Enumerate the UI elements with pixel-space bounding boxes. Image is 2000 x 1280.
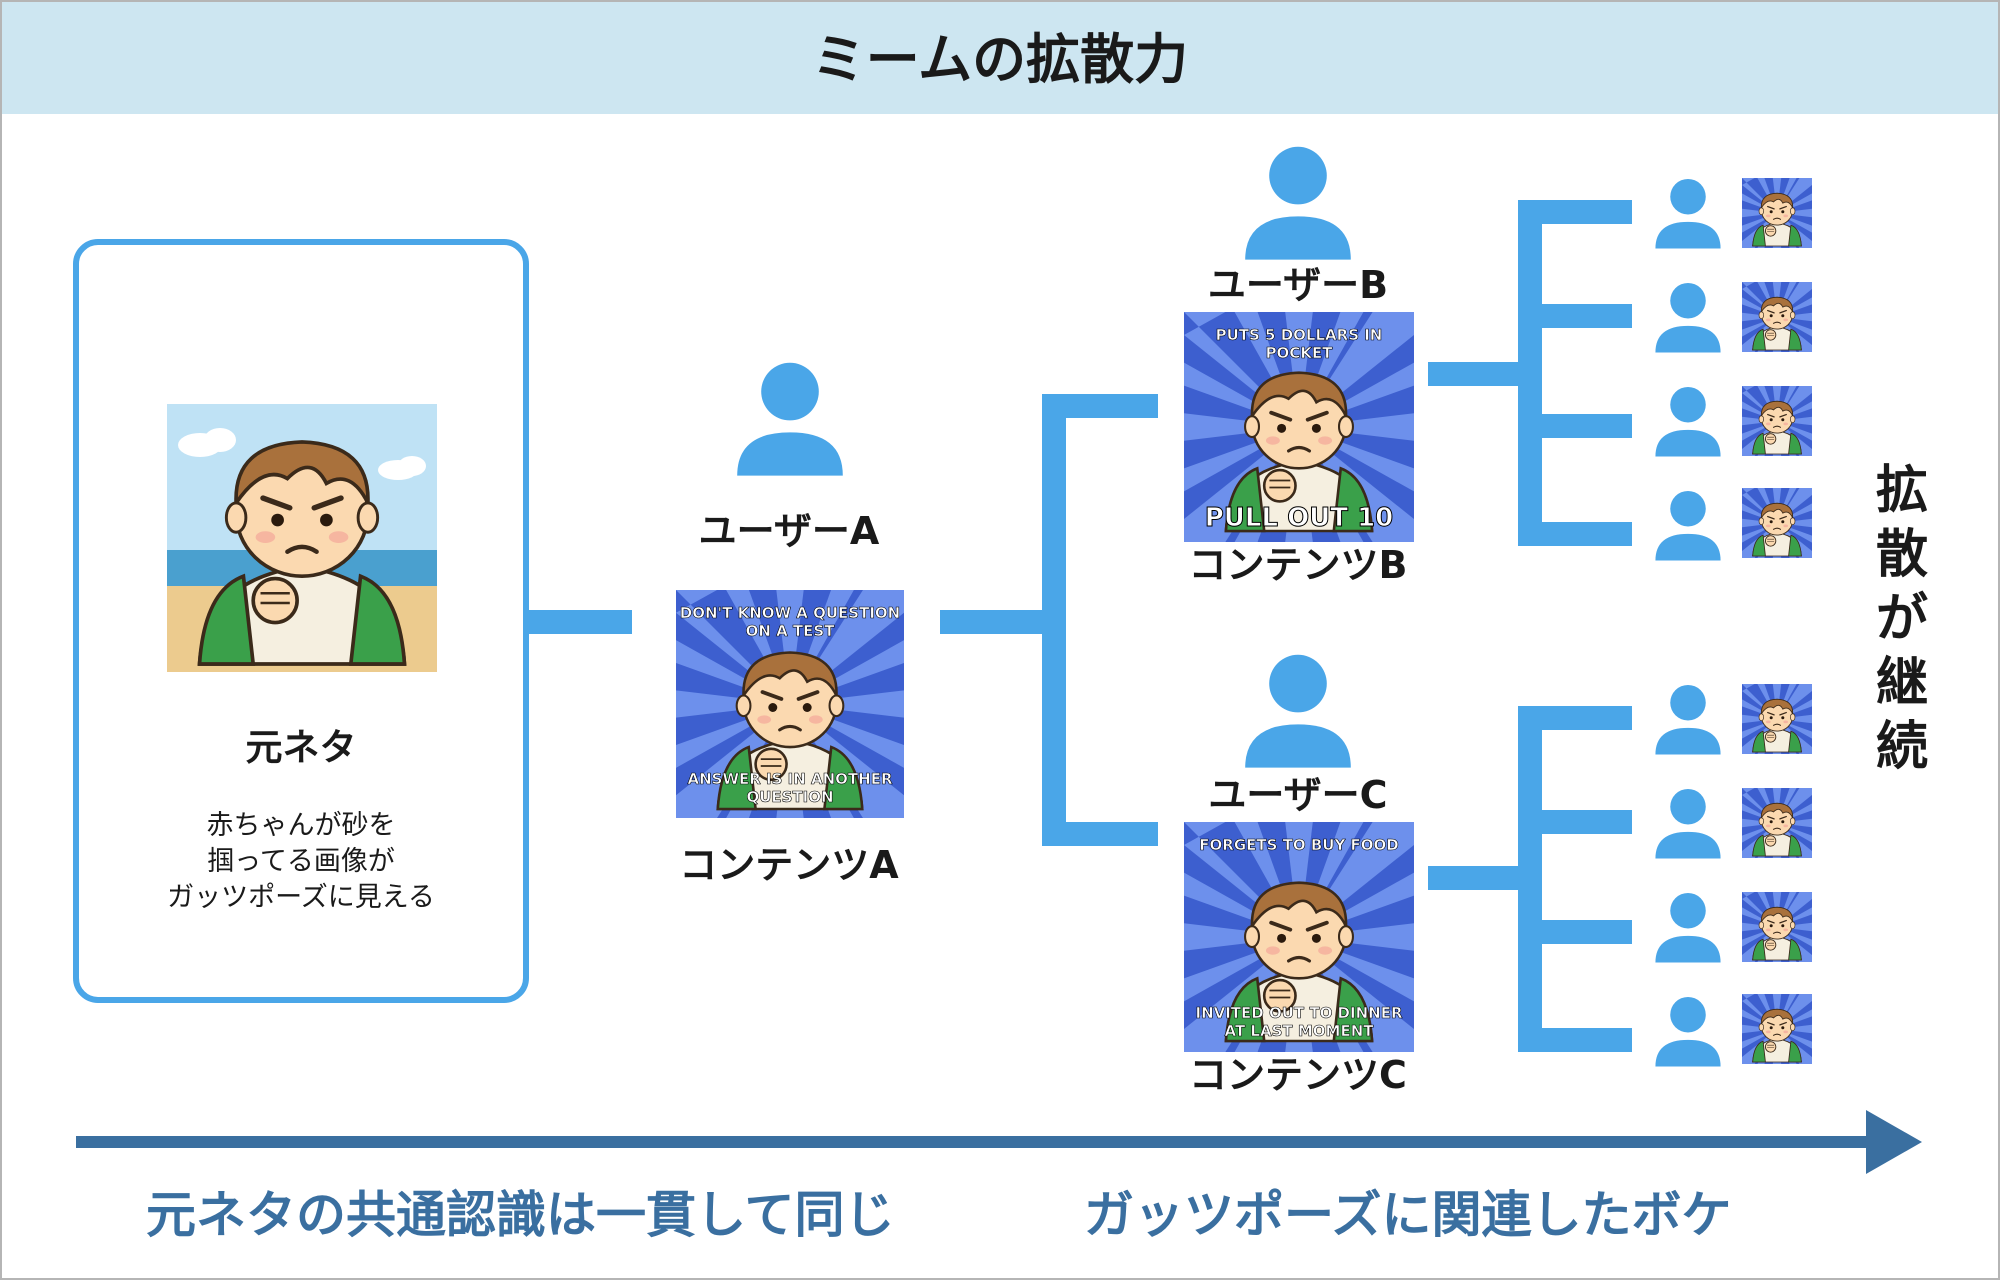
- user-a-label: ユーザーA: [699, 509, 880, 553]
- timeline-arrow-head: [1866, 1110, 1922, 1174]
- footer-caption-left: 元ネタの共通認識は一貫して同じ: [146, 1186, 895, 1244]
- source-description-line: 掴ってる画像が: [207, 846, 395, 877]
- header-bar: [2, 2, 1998, 114]
- source-description-line: ガッツポーズに見える: [167, 882, 435, 913]
- content-c-label: コンテンツC: [1189, 1053, 1407, 1097]
- side-label-char: 継: [1876, 653, 1928, 713]
- content-a-label: コンテンツA: [679, 843, 899, 887]
- side-label-continues: 拡 散 が 継 続: [1876, 461, 1928, 777]
- content-a-meme: DON'T KNOW A QUESTION ON A TEST ANSWER I…: [676, 590, 904, 818]
- content-b-label: コンテンツB: [1189, 543, 1408, 587]
- side-label-char: が: [1876, 589, 1928, 649]
- side-label-char: 拡: [1876, 461, 1928, 521]
- meme-caption-top: FORGETS TO BUY FOOD: [1199, 836, 1398, 854]
- content-b-meme: PUTS 5 DOLLARS IN POCKET PULL OUT 10: [1184, 312, 1414, 542]
- footer-caption-right: ガッツポーズに関連したボケ: [1084, 1186, 1732, 1244]
- side-label-char: 散: [1876, 525, 1928, 585]
- content-c-meme: FORGETS TO BUY FOOD INVITED OUT TO DINNE…: [1184, 822, 1414, 1052]
- meme-caption-bottom: ANSWER IS IN ANOTHER: [688, 770, 893, 788]
- meme-caption-bottom: AT LAST MOMENT: [1225, 1022, 1375, 1040]
- meme-caption-bottom: QUESTION: [746, 788, 833, 806]
- meme-caption-bottom: PULL OUT 10: [1205, 503, 1394, 533]
- timeline-arrow-shaft: [76, 1136, 1880, 1148]
- page-title: ミームの拡散力: [812, 28, 1188, 91]
- meme-caption-bottom: INVITED OUT TO DINNER: [1195, 1004, 1402, 1022]
- source-title: 元ネタ: [246, 726, 357, 769]
- connector-lines: [528, 200, 1632, 1052]
- side-label-char: 続: [1876, 717, 1928, 777]
- meme-caption-top: PUTS 5 DOLLARS IN: [1216, 326, 1383, 344]
- source-description-line: 赤ちゃんが砂を: [207, 810, 396, 841]
- user-b-label: ユーザーB: [1208, 263, 1388, 307]
- meme-caption-top: DON'T KNOW A QUESTION: [680, 604, 900, 622]
- meme-caption-top: POCKET: [1266, 344, 1334, 362]
- user-c-label: ユーザーC: [1208, 773, 1387, 817]
- source-beach-photo: [167, 404, 437, 672]
- meme-caption-top: ON A TEST: [746, 622, 836, 640]
